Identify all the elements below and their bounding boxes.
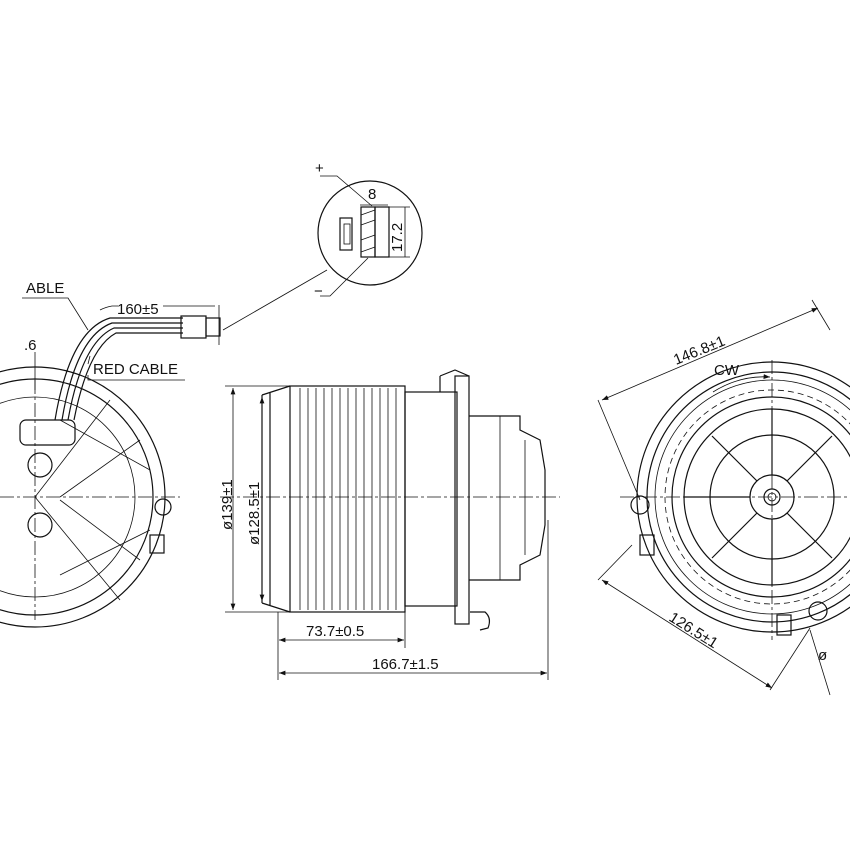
left-partial-dim: .6 [24, 337, 37, 354]
rear-view-partial [0, 366, 180, 628]
overall-length-dim: 166.7±1.5 [372, 656, 439, 673]
inner-diameter-dim: ø128.5±1 [246, 482, 263, 545]
mount-span-2-dim: 126.5±1 [666, 609, 721, 652]
minus-label: − [314, 283, 323, 300]
height-dim: 17.2 [389, 223, 406, 252]
cable-length-dim: 160±5 [117, 301, 159, 318]
outer-diameter-dim: ø139±1 [219, 479, 236, 530]
rotation-label: CW [714, 362, 740, 379]
plus-label: + [315, 160, 324, 177]
cable-label: ABLE [26, 280, 64, 297]
cable-harness: ABLE 160±5 .6 RED CABLE [22, 280, 221, 421]
width-dim: 8 [368, 186, 376, 203]
hole-diameter-partial: ø [818, 647, 827, 664]
front-view: CW 146.8±1 126.5±1 ø [597, 299, 850, 696]
connector-detail: + − 8 17.2 [222, 160, 423, 331]
red-cable-label: RED CABLE [93, 361, 178, 378]
wheel-width-dim: 73.7±0.5 [306, 623, 364, 640]
side-view: ø139±1 ø128.5±1 73.7±0.5 166.7±1.5 [219, 369, 560, 680]
